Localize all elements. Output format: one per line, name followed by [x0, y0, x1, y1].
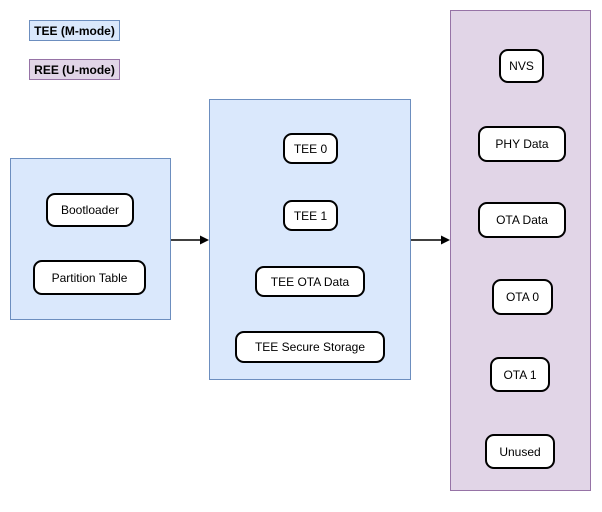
- node-tee-1-label: TEE 1: [293, 208, 328, 223]
- node-bootloader-label: Bootloader: [60, 203, 120, 217]
- node-phy-data: PHY Data: [478, 126, 566, 162]
- arrow-bootstage-to-tee-column: [171, 235, 209, 245]
- arrow-tee-column-to-ree-column: [411, 235, 450, 245]
- node-ota-1-label: OTA 1: [503, 367, 537, 382]
- node-ota-data: OTA Data: [478, 202, 566, 238]
- node-tee-ota-data-label: TEE OTA Data: [270, 274, 350, 289]
- legend-tee-label: TEE (M-mode): [34, 23, 115, 38]
- node-ota-0-label: OTA 0: [505, 290, 540, 304]
- node-partition-table-label: Partition Table: [51, 270, 128, 285]
- container-bootstage: Bootloader Partition Table: [10, 158, 171, 320]
- node-phy-data-label: PHY Data: [495, 137, 549, 151]
- node-ota-data-label: OTA Data: [496, 213, 548, 227]
- node-tee-1: TEE 1: [283, 200, 338, 231]
- node-ota-1: OTA 1: [490, 357, 550, 392]
- node-tee-0: TEE 0: [283, 133, 338, 164]
- node-tee-secure-storage-label: TEE Secure Storage: [254, 340, 366, 354]
- node-tee-0-label: TEE 0: [293, 141, 328, 156]
- node-unused: Unused: [485, 434, 555, 469]
- legend-ree-label: REE (U-mode): [34, 62, 115, 77]
- legend-tee-m-mode: TEE (M-mode): [29, 20, 120, 41]
- node-ota-0: OTA 0: [492, 279, 553, 315]
- node-nvs-label: NVS: [509, 59, 534, 73]
- node-tee-ota-data: TEE OTA Data: [255, 266, 365, 297]
- node-partition-table: Partition Table: [33, 260, 146, 295]
- node-bootloader: Bootloader: [46, 193, 134, 227]
- node-tee-secure-storage: TEE Secure Storage: [235, 331, 385, 363]
- legend-ree-u-mode: REE (U-mode): [29, 59, 120, 80]
- container-tee-column: TEE 0 TEE 1 TEE OTA Data TEE Secure Stor…: [209, 99, 411, 380]
- node-nvs: NVS: [499, 49, 544, 83]
- node-unused-label: Unused: [499, 444, 541, 459]
- container-ree-column: NVS PHY Data OTA Data OTA 0 OTA 1 Unused: [450, 10, 591, 491]
